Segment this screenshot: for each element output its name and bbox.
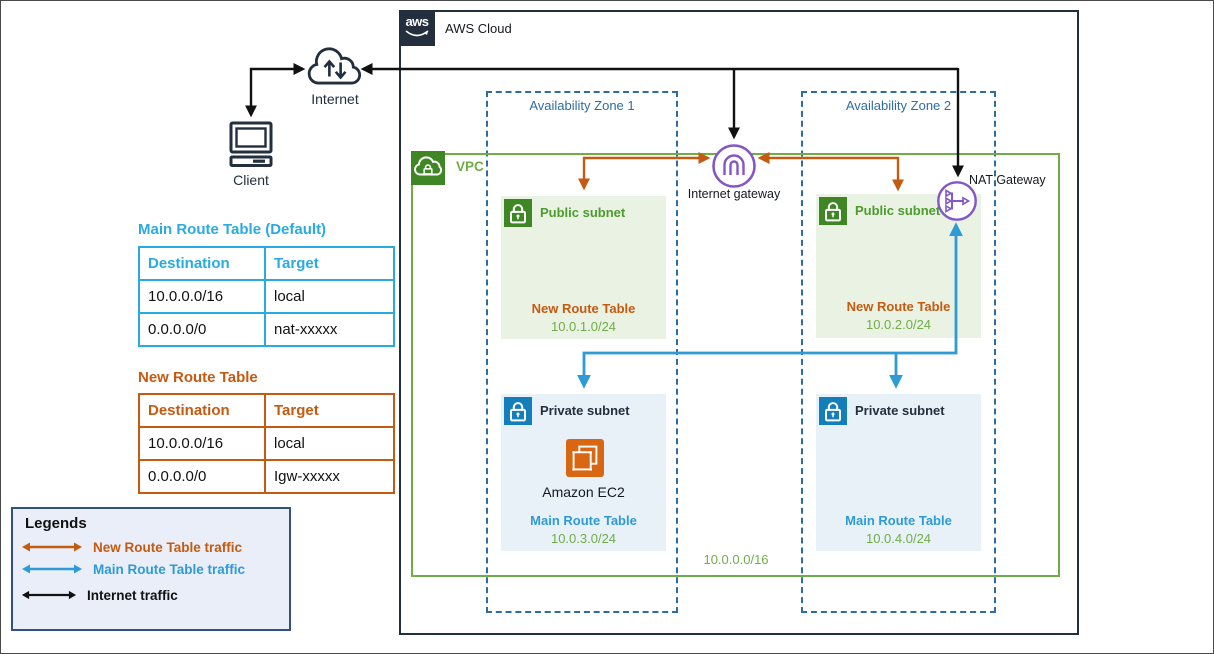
legend-item-internet: Internet traffic	[21, 586, 178, 604]
public-subnet-1-lock-icon	[504, 199, 532, 227]
private-subnet-2-route-table-label: Main Route Table	[845, 513, 952, 528]
nat-gateway-label: NAT Gateway	[969, 173, 1046, 187]
main-route-table: Destination Target 10.0.0.0/16 local 0.0…	[138, 246, 395, 347]
aws-cloud-title: AWS Cloud	[445, 21, 512, 36]
public-subnet-2-lock-icon	[819, 197, 847, 225]
main-route-table-title: Main Route Table (Default)	[138, 221, 327, 238]
cell-target: local	[264, 426, 395, 461]
public-subnet-1-cidr: 10.0.1.0/24	[550, 319, 617, 334]
amazon-ec2-label: Amazon EC2	[542, 484, 625, 500]
header-target: Target	[264, 393, 395, 428]
internet-label: Internet	[311, 91, 359, 107]
legend-label: Internet traffic	[87, 587, 178, 603]
public-subnet-2-route-table-label: New Route Table	[846, 299, 951, 314]
table-row: Destination Target	[138, 246, 395, 281]
private-subnet-1-label: Private subnet	[540, 403, 630, 418]
availability-zone-2-label: Availability Zone 2	[845, 98, 952, 113]
cell-destination: 0.0.0.0/0	[138, 459, 266, 494]
table-row: Destination Target	[138, 393, 395, 428]
nat-gateway-icon	[936, 180, 978, 222]
legend-item-new-route: New Route Table traffic	[21, 538, 242, 556]
new-route-table-title: New Route Table	[138, 369, 258, 386]
table-row: 10.0.0.0/16 local	[138, 426, 395, 461]
client-icon	[227, 120, 275, 170]
aws-logo-text: aws	[405, 14, 429, 29]
double-arrow-blue-icon	[22, 564, 82, 574]
client-label: Client	[233, 172, 269, 188]
table-row: 0.0.0.0/0 nat-xxxxx	[138, 312, 395, 347]
cell-destination: 10.0.0.0/16	[138, 426, 266, 461]
aws-smile-icon	[405, 30, 429, 37]
cell-target: Igw-xxxxx	[264, 459, 395, 494]
private-subnet-1-route-table-label: Main Route Table	[530, 513, 637, 528]
private-subnet-2-cidr: 10.0.4.0/24	[865, 531, 932, 546]
header-destination: Destination	[138, 246, 266, 281]
private-subnet-2-lock-icon	[819, 397, 847, 425]
legend-label: Main Route Table traffic	[93, 561, 246, 577]
double-arrow-black-icon	[21, 590, 77, 600]
public-subnet-2-label: Public subnet	[855, 203, 941, 218]
header-target: Target	[264, 246, 395, 281]
public-subnet-1-route-table-label: New Route Table	[531, 301, 636, 316]
header-destination: Destination	[138, 393, 266, 428]
cell-destination: 10.0.0.0/16	[138, 279, 266, 314]
legend-label: New Route Table traffic	[93, 539, 243, 555]
private-subnet-2-label: Private subnet	[855, 403, 945, 418]
aws-logo-icon: aws	[399, 10, 435, 46]
internet-gateway-icon	[710, 142, 758, 190]
legend-title: Legends	[25, 515, 87, 532]
availability-zone-1-label: Availability Zone 1	[529, 98, 635, 113]
public-subnet-1-label: Public subnet	[540, 205, 626, 220]
table-row: 0.0.0.0/0 Igw-xxxxx	[138, 459, 395, 494]
private-subnet-1-lock-icon	[504, 397, 532, 425]
amazon-ec2-icon	[566, 439, 604, 477]
vpc-icon	[411, 151, 445, 185]
cell-destination: 0.0.0.0/0	[138, 312, 266, 347]
internet-cloud-icon	[305, 46, 365, 92]
private-subnet-1-cidr: 10.0.3.0/24	[550, 531, 617, 546]
cell-target: local	[264, 279, 395, 314]
internet-gateway-label: Internet gateway	[687, 187, 781, 201]
public-subnet-2-cidr: 10.0.2.0/24	[865, 317, 932, 332]
new-route-table: Destination Target 10.0.0.0/16 local 0.0…	[138, 393, 395, 494]
table-row: 10.0.0.0/16 local	[138, 279, 395, 314]
legend-item-main-route: Main Route Table traffic	[21, 560, 245, 578]
double-arrow-orange-icon	[22, 542, 82, 552]
vpc-label: VPC	[456, 159, 484, 174]
cell-target: nat-xxxxx	[264, 312, 395, 347]
vpc-cidr-label: 10.0.0.0/16	[703, 552, 769, 567]
